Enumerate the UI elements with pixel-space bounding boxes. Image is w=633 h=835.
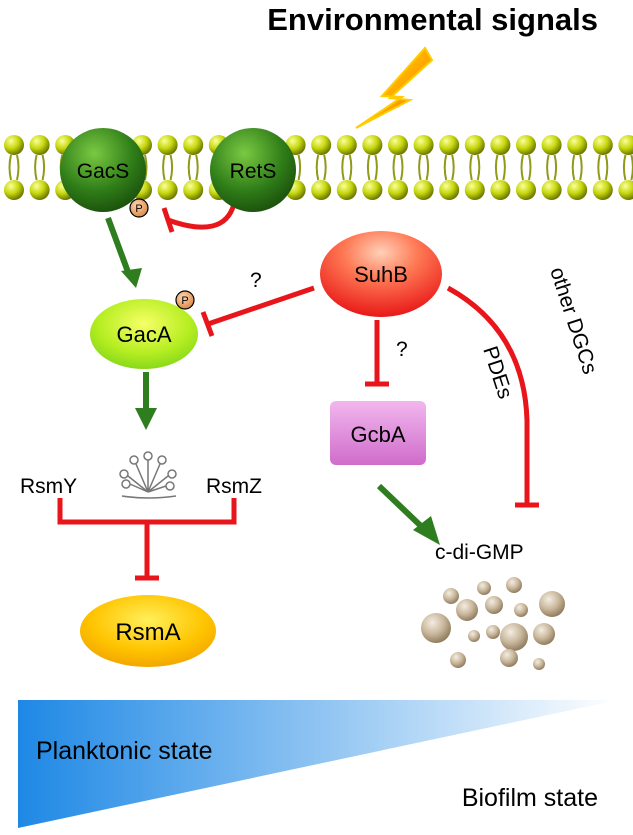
lipid-head bbox=[592, 135, 613, 155]
lipid-head bbox=[311, 180, 332, 200]
lipid-head bbox=[336, 180, 357, 200]
lipid-head bbox=[464, 180, 485, 200]
gacs-label: GacS bbox=[77, 160, 130, 183]
small-rna-icon bbox=[119, 451, 177, 499]
lipid-head bbox=[439, 135, 460, 155]
lipid-head bbox=[413, 180, 434, 200]
suhb-inhibits-gcba bbox=[365, 320, 389, 387]
gaca-phosphate-badge: P bbox=[175, 290, 195, 310]
gaca-node: GacA P bbox=[90, 290, 198, 369]
lipid-head bbox=[464, 135, 485, 155]
lipid-head bbox=[4, 180, 24, 200]
lipid-head bbox=[336, 135, 357, 155]
lipid-head bbox=[388, 180, 408, 200]
cdigmp-label: c-di-GMP bbox=[435, 541, 524, 564]
state-gradient-bar: Planktonic state Biofilm state bbox=[18, 700, 618, 828]
gacs-phosphate-badge: P bbox=[129, 198, 149, 218]
lipid-head bbox=[541, 180, 562, 200]
gaca-label: GacA bbox=[116, 322, 171, 347]
gaca-to-rsm-rna-activation-arrow bbox=[135, 372, 157, 430]
rsmy-label: RsmY bbox=[20, 475, 77, 498]
rsmz-label: RsmZ bbox=[206, 475, 262, 498]
lipid-head bbox=[516, 180, 536, 200]
lightning-bolt-icon bbox=[355, 46, 434, 129]
other-dgcs-label: other DGCs bbox=[545, 264, 601, 377]
suhb-node: SuhB bbox=[320, 231, 442, 317]
diagram-title: Environmental signals bbox=[267, 2, 598, 37]
lipid-head bbox=[29, 180, 50, 200]
lipid-head bbox=[413, 135, 434, 155]
svg-text:P: P bbox=[181, 295, 188, 307]
lipid-head bbox=[490, 135, 511, 155]
svg-text:P: P bbox=[135, 203, 142, 215]
lipid-head bbox=[516, 135, 536, 155]
lipid-head bbox=[618, 180, 633, 200]
suhb-label: SuhB bbox=[354, 262, 408, 287]
rets-inhibits-gacs bbox=[161, 203, 237, 233]
question-mark-gcba: ? bbox=[396, 338, 408, 361]
lipid-head bbox=[362, 180, 383, 200]
lipid-head bbox=[541, 135, 562, 155]
lipid-head bbox=[183, 135, 204, 155]
lipid-head bbox=[388, 135, 408, 155]
suhb-inhibits-cdigmp bbox=[446, 285, 539, 508]
cdigmp-molecules bbox=[421, 577, 565, 670]
lipid-head bbox=[4, 135, 24, 155]
rets-label: RetS bbox=[230, 160, 277, 183]
rsma-label: RsmA bbox=[115, 619, 180, 646]
rets-node: RetS bbox=[210, 128, 296, 212]
lipid-head bbox=[157, 180, 178, 200]
question-mark-gaca: ? bbox=[250, 269, 262, 292]
lipid-head bbox=[567, 135, 588, 155]
lipid-head bbox=[157, 135, 178, 155]
rsm-rna-inhibits-rsma bbox=[57, 498, 237, 581]
lipid-head bbox=[567, 180, 588, 200]
gcba-to-cdigmp-activation-arrow bbox=[376, 483, 440, 545]
gcba-node: GcbA bbox=[330, 401, 426, 465]
gcba-label: GcbA bbox=[350, 422, 405, 447]
planktonic-state-label: Planktonic state bbox=[36, 737, 213, 765]
lipid-head bbox=[183, 180, 204, 200]
lipid-head bbox=[490, 180, 511, 200]
biofilm-state-label: Biofilm state bbox=[462, 784, 598, 812]
lipid-head bbox=[311, 135, 332, 155]
lipid-head bbox=[362, 135, 383, 155]
gacs-node: GacS P bbox=[60, 128, 149, 218]
suhb-inhibits-gaca bbox=[200, 285, 315, 337]
gacs-to-gaca-activation-arrow bbox=[105, 216, 142, 288]
lipid-head bbox=[592, 180, 613, 200]
rsma-node: RsmA bbox=[80, 595, 216, 667]
lipid-head bbox=[439, 180, 460, 200]
edges bbox=[57, 203, 539, 581]
lipid-head bbox=[29, 135, 50, 155]
lipid-head bbox=[618, 135, 633, 155]
